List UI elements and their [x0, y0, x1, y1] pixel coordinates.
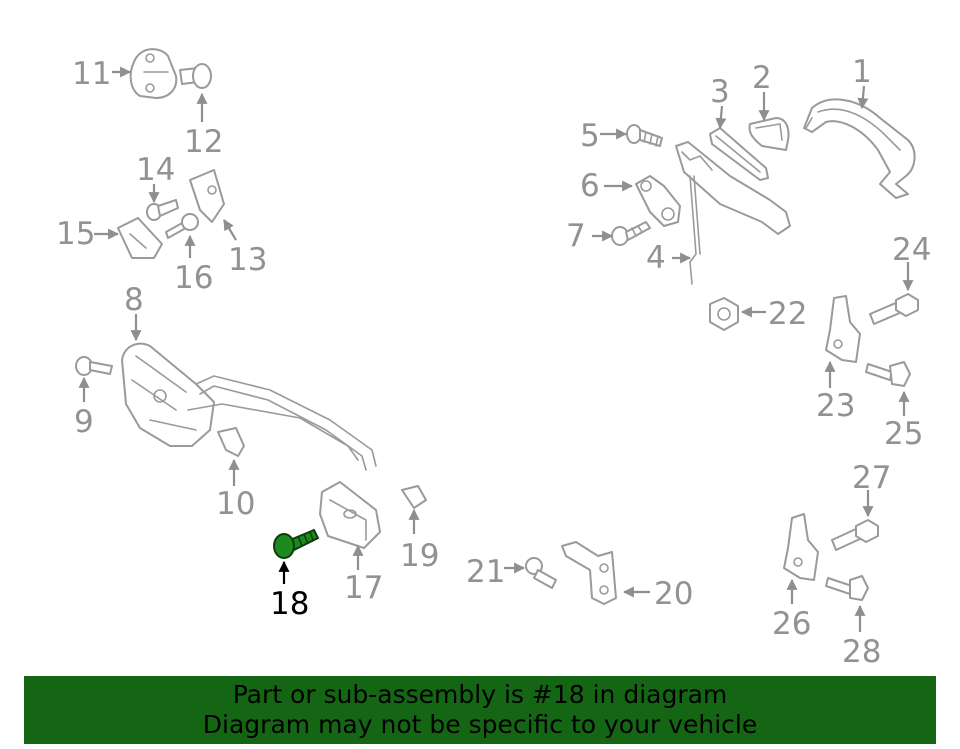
callout-3: 3 — [710, 74, 730, 110]
callout-2: 2 — [752, 60, 772, 96]
callout-16: 16 — [174, 260, 213, 296]
part-28-bolt[interactable] — [825, 575, 869, 601]
callout-7: 7 — [566, 218, 586, 254]
part-11-hinge-plate[interactable] — [129, 48, 178, 99]
callout-19: 19 — [400, 538, 439, 574]
part-7-screw[interactable] — [611, 221, 651, 246]
callout-20: 20 — [654, 576, 693, 612]
callout-21: 21 — [466, 554, 505, 590]
part-9-bolt[interactable] — [75, 356, 113, 376]
callout-12: 12 — [184, 124, 223, 160]
callout-24: 24 — [892, 232, 931, 268]
part-12-bolt[interactable] — [179, 63, 212, 89]
part-13-bracket[interactable] — [189, 169, 225, 223]
callout-13: 13 — [228, 242, 267, 278]
callout-22: 22 — [768, 296, 807, 332]
callout-4: 4 — [646, 240, 666, 276]
callout-11: 11 — [72, 56, 111, 92]
callout-28: 28 — [842, 634, 881, 670]
part-6-lever-bracket[interactable] — [635, 175, 681, 227]
banner-line-1: Part or sub-assembly is #18 in diagram — [232, 680, 728, 709]
part-14-bolt[interactable] — [146, 199, 179, 221]
part-17-cover[interactable] — [319, 481, 381, 549]
callout-10: 10 — [216, 486, 255, 522]
callout-5: 5 — [580, 118, 600, 154]
part-5-screw[interactable] — [626, 124, 663, 147]
callout-6: 6 — [580, 168, 600, 204]
callout-15: 15 — [56, 216, 95, 252]
part-18-bolt-highlighted[interactable] — [273, 528, 320, 559]
part-21-bolt[interactable] — [525, 557, 557, 589]
callout-25: 25 — [884, 416, 923, 452]
part-20-door-check[interactable] — [561, 541, 617, 605]
callout-8: 8 — [124, 282, 144, 318]
callout-1: 1 — [852, 54, 872, 90]
part-26-hinge-bracket[interactable] — [783, 513, 819, 581]
part-8-door-latch[interactable] — [121, 342, 377, 471]
callout-26: 26 — [772, 606, 811, 642]
part-4-handle-frame[interactable] — [675, 141, 791, 285]
part-25-bolt[interactable] — [865, 361, 911, 387]
part-19-clip[interactable] — [401, 485, 427, 509]
part-15-clip[interactable] — [117, 217, 163, 259]
part-22-nut[interactable] — [709, 297, 739, 331]
callout-9: 9 — [74, 404, 94, 440]
part-27-bolt[interactable] — [831, 519, 879, 551]
part-23-hinge-bracket[interactable] — [825, 295, 861, 363]
part-10-clip[interactable] — [217, 427, 245, 457]
callout-18: 18 — [270, 586, 309, 622]
part-16-bolt[interactable] — [165, 213, 199, 239]
part-1-outer-handle[interactable] — [803, 98, 916, 199]
info-banner: Part or sub-assembly is #18 in diagram D… — [24, 676, 936, 744]
part-2-handle-cap[interactable] — [748, 117, 790, 151]
callout-17: 17 — [344, 570, 383, 606]
banner-line-2: Diagram may not be specific to your vehi… — [202, 710, 758, 739]
part-24-bolt[interactable] — [869, 293, 919, 325]
callout-14: 14 — [136, 152, 175, 188]
callout-27: 27 — [852, 460, 891, 496]
callout-23: 23 — [816, 388, 855, 424]
